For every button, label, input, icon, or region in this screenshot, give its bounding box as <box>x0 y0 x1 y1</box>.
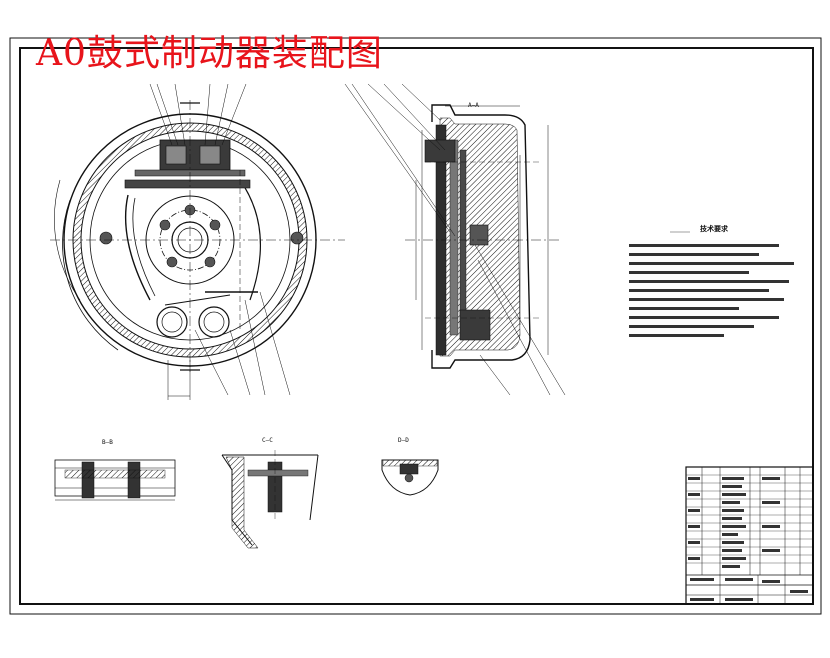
drum-section-profile <box>431 104 531 369</box>
parts-list-rows <box>686 474 813 564</box>
note-line <box>629 262 819 274</box>
note-line <box>629 244 819 256</box>
title-block <box>685 466 814 605</box>
section-c-c-label: C—C <box>262 437 273 444</box>
note-line <box>629 271 819 283</box>
parts-list-and-title-block <box>685 466 814 605</box>
section-d-d-label: D—D <box>398 437 409 444</box>
note-line <box>629 253 819 265</box>
note-line <box>629 289 819 301</box>
brake-shoe-right <box>239 179 262 301</box>
technical-requirements: 技术要求 <box>629 224 819 337</box>
bolt-right <box>127 461 141 499</box>
outer-border <box>9 37 822 615</box>
section-c-c-view <box>221 450 319 549</box>
note-line <box>629 235 819 247</box>
drawing-title: A0鼓式制动器装配图 <box>36 33 383 74</box>
section-b-b-view <box>54 459 176 501</box>
shoe-web <box>459 149 467 326</box>
section-d-d-view <box>381 459 439 496</box>
section-a-a-view <box>344 83 566 396</box>
front-view <box>50 83 345 400</box>
note-line <box>629 307 819 319</box>
brake-shoe-left <box>124 194 151 301</box>
inner-frame <box>19 47 814 605</box>
note-line <box>629 316 819 328</box>
parts-list-entries <box>688 477 808 601</box>
section-b-b-label: B—B <box>102 439 113 446</box>
technical-requirements-title: 技术要求 <box>700 225 728 233</box>
note-line <box>629 298 819 310</box>
note-line <box>629 280 819 292</box>
note-line <box>629 325 819 337</box>
anchor-pin-left <box>156 306 188 338</box>
anchor-pin-right <box>198 306 230 338</box>
adjuster-bar <box>124 179 251 189</box>
bolt-left <box>81 461 95 499</box>
section-a-a-label: A—A <box>468 102 479 109</box>
